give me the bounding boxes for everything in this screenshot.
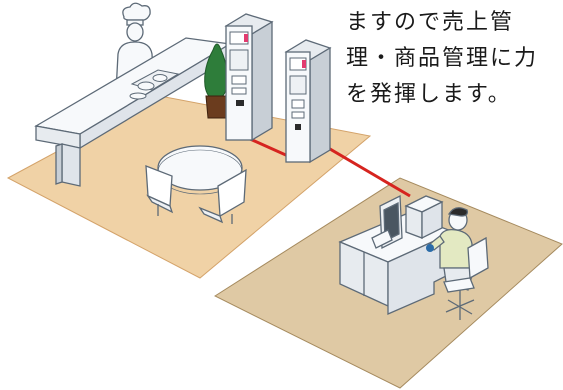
worker-hair — [447, 207, 469, 217]
computer-printer — [404, 195, 444, 240]
worker-badge — [426, 244, 434, 252]
chair-right-back — [217, 168, 247, 218]
chair-right-seat — [198, 206, 224, 224]
chef-hat — [122, 2, 151, 21]
keyboard — [371, 229, 393, 249]
bowl-2 — [152, 74, 168, 82]
worker-torso — [439, 228, 473, 269]
chair — [145, 165, 247, 224]
bowl-1 — [137, 81, 155, 91]
plant-pot — [205, 95, 229, 119]
office-chair — [443, 236, 489, 320]
chair-seat — [443, 277, 475, 293]
plant — [204, 43, 229, 119]
ticket-vending-machine-left — [224, 13, 274, 142]
chef-head — [126, 22, 144, 42]
dishes — [129, 69, 180, 100]
chair-left-seat — [146, 194, 174, 214]
chair-back — [467, 236, 489, 280]
counter-leg — [61, 143, 81, 187]
counter-leg-side — [55, 143, 63, 185]
machine-panel — [244, 34, 248, 42]
ticket-vending-machine-right — [284, 39, 332, 164]
plate — [129, 92, 147, 100]
computer-monitor — [371, 194, 403, 250]
